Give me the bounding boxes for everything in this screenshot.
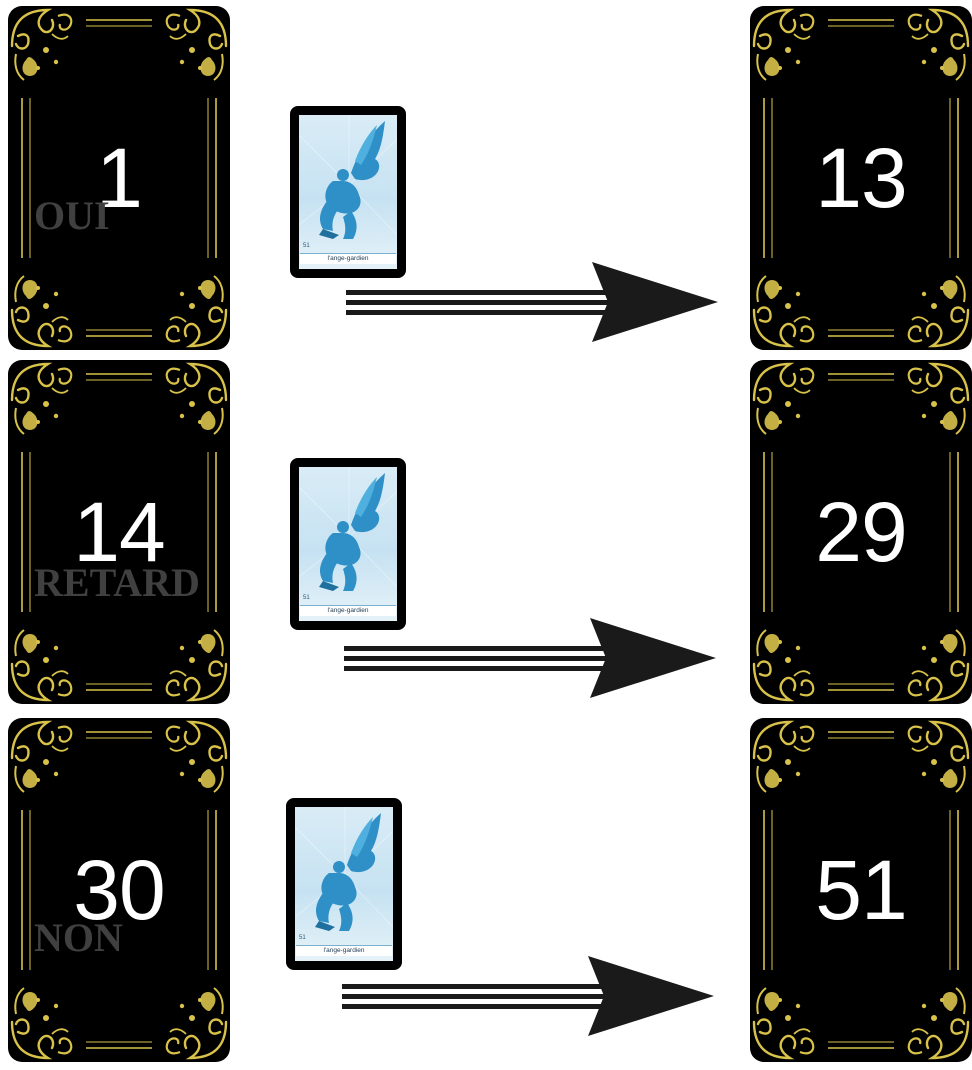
start-number: 1: [8, 6, 230, 350]
guardian-angel-icon: [295, 807, 393, 947]
answer-label: OUI: [34, 196, 110, 236]
sample-card: 51 l'ange-gardien: [290, 458, 406, 630]
sample-card-number: 51: [299, 935, 306, 941]
answer-label: RETARD: [34, 563, 200, 603]
start-card: 30 NON: [8, 718, 230, 1062]
answer-label: NON: [34, 918, 123, 958]
end-number: 51: [750, 718, 972, 1062]
range-row-retard: 14 RETARD 51 l'ange-gardien 29: [0, 360, 972, 712]
sample-card-number: 51: [303, 243, 310, 249]
triple-line-arrow-icon: [344, 616, 724, 700]
guardian-angel-icon: [299, 467, 397, 607]
end-card: 29: [750, 360, 972, 704]
start-card: 1 OUI: [8, 6, 230, 350]
sample-card-caption: l'ange-gardien: [300, 605, 396, 616]
triple-line-arrow-icon: [346, 260, 726, 344]
end-card: 13: [750, 6, 972, 350]
triple-line-arrow-icon: [342, 954, 722, 1038]
sample-card: 51 l'ange-gardien: [286, 798, 402, 970]
end-number: 13: [750, 6, 972, 350]
end-card: 51: [750, 718, 972, 1062]
range-row-non: 30 NON 51 l'ange-gardien 51: [0, 718, 972, 1070]
sample-card-number: 51: [303, 595, 310, 601]
guardian-angel-icon: [299, 115, 397, 255]
range-row-oui: 1 OUI 51 l'ange-gardien 13: [0, 6, 972, 358]
start-number: 14: [8, 360, 230, 704]
start-card: 14 RETARD: [8, 360, 230, 704]
end-number: 29: [750, 360, 972, 704]
sample-card: 51 l'ange-gardien: [290, 106, 406, 278]
start-number: 30: [8, 718, 230, 1062]
